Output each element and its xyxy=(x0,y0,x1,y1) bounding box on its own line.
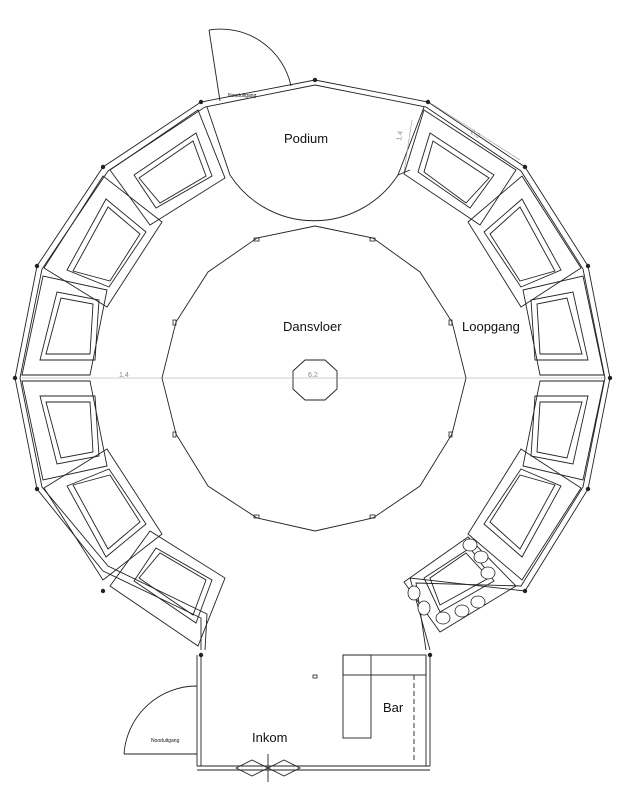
podium-side-dimension: 1.4 xyxy=(396,130,405,141)
exit-bottom-label: Nooduitgang xyxy=(151,738,180,744)
podium-label: Podium xyxy=(284,131,328,146)
exit-door-bottom xyxy=(123,685,198,755)
loopgang-label: Loopgang xyxy=(462,319,520,334)
floor-markers xyxy=(172,237,453,679)
center-pole xyxy=(292,359,338,401)
dance-floor xyxy=(161,225,467,532)
exit-top-label: Nooduitgang xyxy=(228,93,257,99)
entrance-doors xyxy=(235,754,302,782)
chairs xyxy=(407,538,496,625)
booths-right xyxy=(403,109,605,633)
radius-dimension: 1.4 xyxy=(119,372,129,379)
wall-joints xyxy=(12,77,613,658)
booths-left xyxy=(21,109,226,647)
exit-door-top xyxy=(208,28,292,102)
bar-label: Bar xyxy=(383,700,404,715)
segment-dimension: 2.3 xyxy=(469,129,481,140)
dansvloer-label: Dansvloer xyxy=(283,319,342,334)
bar-counter xyxy=(342,654,427,762)
dimension-lines xyxy=(22,103,604,379)
center-dimension: 6.2 xyxy=(308,372,318,379)
inkom-label: Inkom xyxy=(252,730,287,745)
podium xyxy=(206,106,425,222)
entrance-corridor xyxy=(196,655,431,771)
